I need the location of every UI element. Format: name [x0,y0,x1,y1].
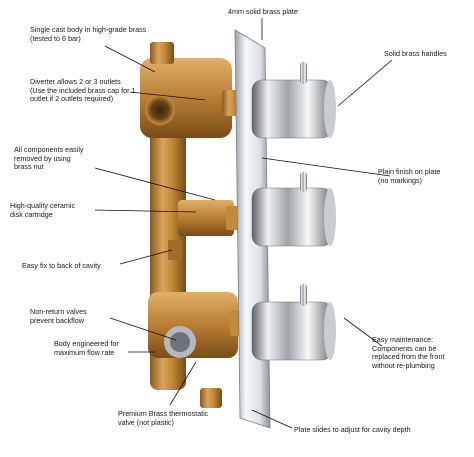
leader-body [104,45,156,73]
top-pipe-stub [150,42,174,64]
leader-depth [251,409,293,429]
label-thermostatic: Premium Brass thermostatic valve (not pl… [118,409,209,427]
brass-valve-body [140,42,246,408]
bottom-pipe-stub [200,388,222,408]
leader-cartridge [94,209,197,213]
leader-finish [261,157,391,177]
label-finish: Plain finish on plate (no markings) [378,167,441,185]
middle-brass-nut [178,200,234,236]
label-handles: Solid brass handles [384,49,447,58]
handle-middle [251,172,336,247]
leader-lines [94,18,393,429]
handle-top [251,62,336,139]
label-fixing: Easy fix to back of cavity [22,261,101,270]
leader-maintenance [343,317,383,347]
leader-handles [337,59,393,107]
leader-nonreturn [109,317,177,341]
bottom-port [170,332,190,352]
label-body: Single cast body in high-grade brass (te… [30,25,147,43]
label-diverter: Diverter allows 2 or 3 outlets (Use the … [30,77,136,104]
label-cartridge: High-quality ceramic disk cartridge [10,201,76,219]
label-removable: All components easily removed by using b… [14,145,84,172]
leader-thermostatic [169,361,197,406]
label-nonreturn: Non-return valves prevent backflow [30,307,87,325]
leader-fixing [119,249,173,265]
label-plate: 4mm solid brass plate [228,7,298,16]
leader-removable [94,167,216,201]
top-left-port [145,95,175,125]
label-maintenance: Easy maintenance: Components can be repl… [372,335,445,370]
leader-diverter [129,91,206,101]
handle-bottom [251,284,336,361]
label-flow: Body engineered for maximum flow rate [54,339,119,357]
fixing-bracket [168,240,182,260]
label-depth: Plate slides to adjust for cavity depth [294,425,411,434]
